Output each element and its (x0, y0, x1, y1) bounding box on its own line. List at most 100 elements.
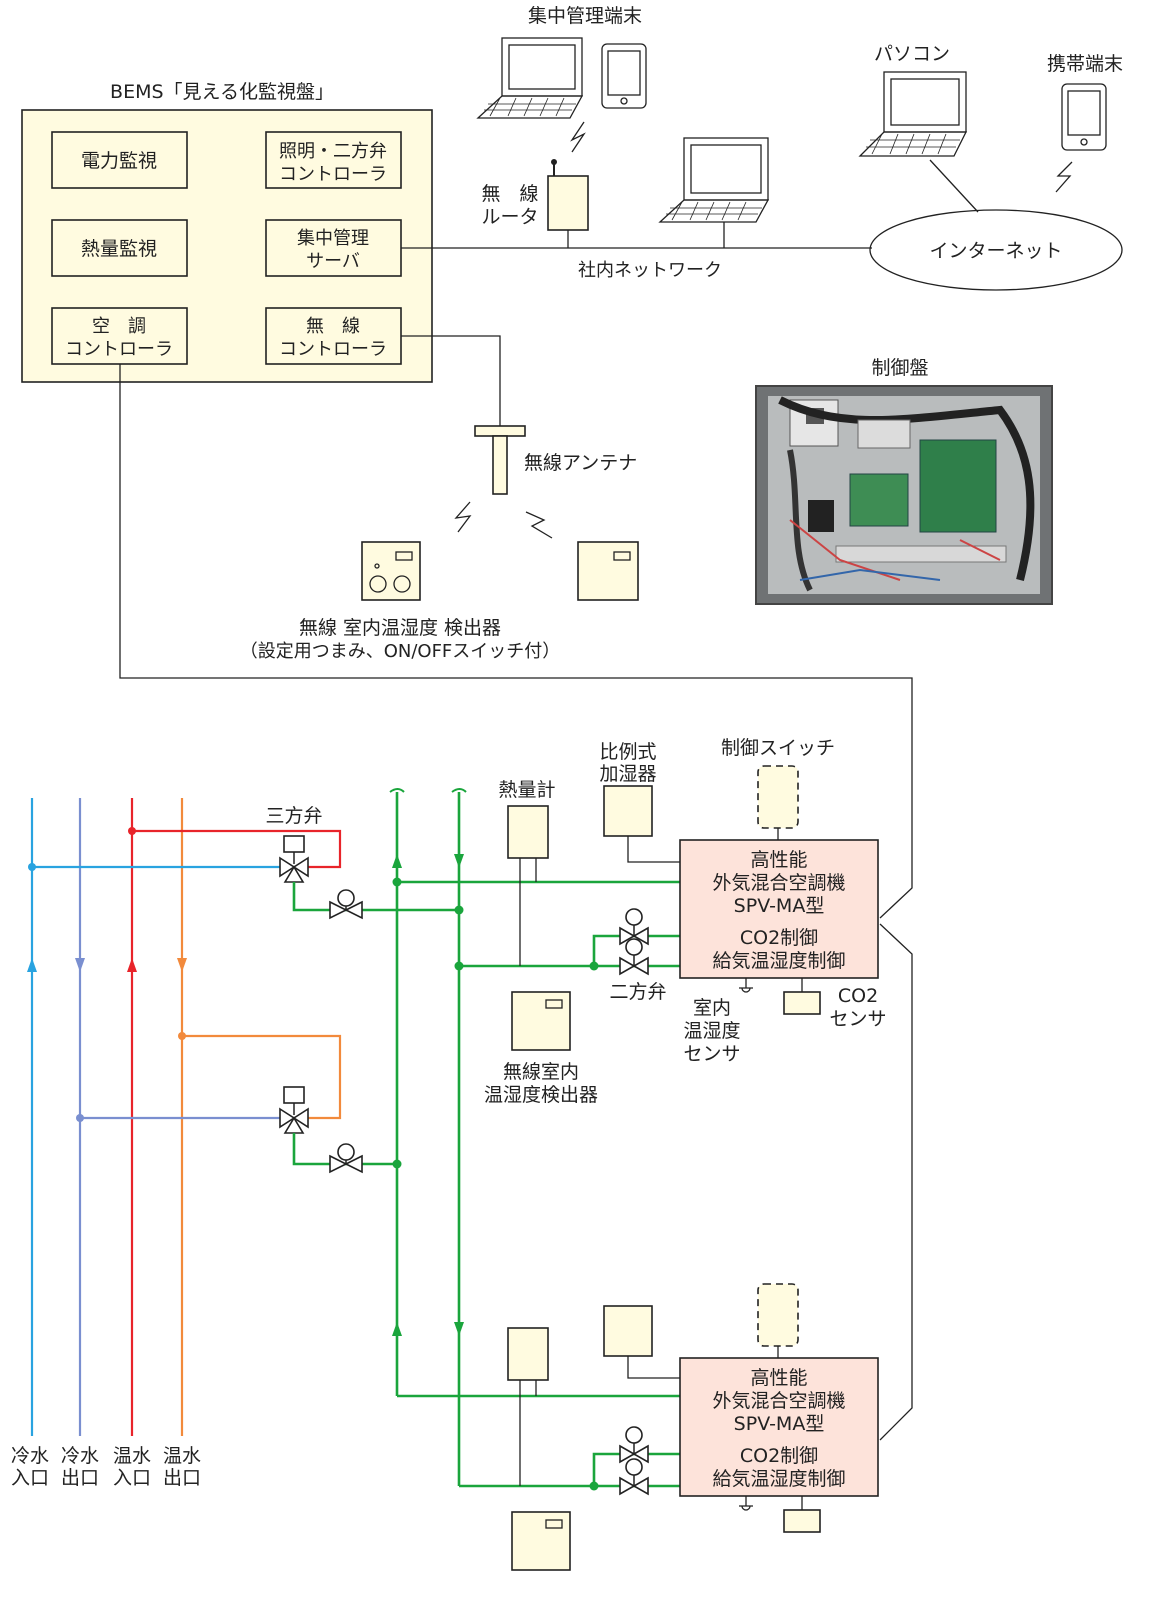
unit-lower-line-4: CO2制御 (740, 1445, 818, 1467)
pipe-label-hot-in-1: 温水 (113, 1445, 151, 1467)
bems-heat-monitor: 熱量監視 (51, 219, 188, 277)
unit-lower-line-2: 外気混合空調機 (712, 1390, 845, 1412)
hot-in-arrow (127, 958, 137, 972)
three-way-valve-upper (279, 835, 309, 883)
pipe-group (27, 798, 342, 1436)
wireless-sensor-label-1: 無線 室内温湿度 検出器 (299, 617, 501, 639)
bems-server-label-2: サーバ (306, 251, 360, 272)
mobile-tablet-icon (1061, 83, 1107, 151)
co2-sensor-label-1: CO2 (838, 985, 878, 1007)
wireless-room-sensor-lower (511, 1511, 571, 1571)
two-way-valve-upper-b (619, 938, 649, 976)
air-handling-unit-upper: 高性能 外気混合空調機 SPV-MA型 CO2制御 給気温湿度制御 (679, 839, 879, 979)
bems-wireless-controller: 無 線 コントローラ (265, 307, 402, 365)
lan-label: 社内ネットワーク (578, 260, 722, 281)
room-sensor-label-2: 温湿度 (683, 1020, 740, 1042)
pc-internet-link (929, 159, 979, 213)
antenna-signal-left-icon (454, 501, 472, 533)
lan-laptop-icon (658, 137, 770, 223)
humidifier-link-lower (627, 1356, 680, 1379)
bems-server-label-1: 集中管理 (297, 228, 369, 249)
two-way-valve-lower-b (619, 1458, 649, 1496)
wireless-controller-antenna-link (401, 335, 501, 426)
unit-lower-line-5: 給気温湿度制御 (712, 1468, 845, 1490)
hot-out-arrow (177, 958, 187, 972)
co2-sensor-label-2: センサ (829, 1008, 886, 1030)
pipe-label-cold-out-1: 冷水 (61, 1445, 99, 1467)
room-sensor-upper-icon (739, 978, 753, 993)
unit-upper-line-4: CO2制御 (740, 927, 818, 949)
pipe-labels: 冷水 入口 冷水 出口 温水 入口 温水 出口 (11, 1445, 201, 1489)
loop-valve-lower (329, 1143, 363, 1174)
bems-wireless-label-2: コントローラ (279, 339, 387, 360)
air-handling-unit-lower: 高性能 外気混合空調機 SPV-MA型 CO2制御 給気温湿度制御 (679, 1357, 879, 1497)
heat-meter-label: 熱量計 (498, 779, 555, 801)
heat-meter-link (519, 858, 537, 966)
central-laptop-icon (476, 37, 584, 119)
router-label-2: ルータ (481, 206, 538, 228)
central-terminal-label: 集中管理端末 (528, 5, 642, 27)
central-tablet-icon (601, 43, 647, 109)
wireless-room-sensor-upper (511, 991, 571, 1051)
bems-aircon-controller: 空 調 コントローラ (51, 307, 188, 365)
room-sensor-label-1: 室内 (693, 997, 731, 1019)
wireless-signal-icon (570, 121, 586, 153)
unit-upper-line-3: SPV-MA型 (734, 895, 825, 917)
wireless-room-sensor-label-1: 無線室内 (503, 1061, 579, 1083)
bems-lighting-label-1: 照明・二方弁 (279, 141, 387, 162)
three-way-valve-label: 三方弁 (265, 805, 322, 827)
pipe-label-hot-out-1: 温水 (163, 1445, 201, 1467)
bems-lighting-controller: 照明・二方弁 コントローラ (265, 131, 402, 189)
room-sensor-label-3: センサ (683, 1043, 740, 1065)
bems-aircon-label-1: 空 調 (92, 316, 146, 337)
cold-in-arrow (27, 958, 37, 972)
router-label-1: 無 線 (481, 183, 538, 205)
unit-upper-line-5: 給気温湿度制御 (712, 950, 845, 972)
hot-in-branch (132, 829, 342, 869)
bems-power-label: 電力監視 (81, 150, 157, 172)
aircon-controller-line (119, 364, 913, 919)
unit-upper-line-2: 外気混合空調機 (712, 872, 845, 894)
humidifier-box (603, 785, 653, 837)
control-switch-box (757, 765, 799, 829)
unit-lower-line-1: 高性能 (750, 1367, 807, 1389)
wireless-sensor-knob-device (361, 541, 421, 601)
pc-laptop-icon (858, 71, 968, 157)
bems-central-server: 集中管理 サーバ (265, 219, 402, 277)
control-panel-label: 制御盤 (871, 357, 928, 379)
wireless-sensor-label-2: （設定用つまみ、ON/OFFスイッチ付） (240, 641, 561, 662)
bems-heat-label: 熱量監視 (81, 238, 157, 260)
two-way-valve-lower-a (619, 1426, 649, 1464)
pipe-label-cold-in-2: 入口 (11, 1467, 49, 1489)
wireless-room-sensor-label-2: 温湿度検出器 (484, 1084, 598, 1106)
internet-label: インターネット (929, 240, 1062, 262)
heat-meter-link-lower (519, 1380, 537, 1486)
heat-meter-box-lower (507, 1327, 549, 1381)
two-way-valve-label: 二方弁 (609, 981, 666, 1003)
humidifier-label-1: 比例式 (599, 741, 656, 763)
co2-sensor-lower-box (783, 1509, 821, 1533)
wireless-router-icon (547, 159, 589, 231)
three-way-valve-lower (279, 1086, 309, 1134)
bems-aircon-label-2: コントローラ (65, 339, 173, 360)
bems-title: BEMS「見える化監視盤」 (110, 81, 334, 103)
humidifier-box-lower (603, 1305, 653, 1357)
pipe-label-cold-in-1: 冷水 (11, 1445, 49, 1467)
internet-cloud (869, 209, 1123, 291)
humidifier-link (627, 836, 680, 863)
pipe-label-cold-out-2: 出口 (61, 1467, 99, 1489)
wireless-sensor-device (577, 541, 639, 601)
mobile-label: 携帯端末 (1047, 53, 1123, 75)
antenna-icon (474, 425, 526, 495)
bems-power-monitor: 電力監視 (51, 131, 188, 189)
mobile-signal-icon (1055, 161, 1073, 193)
heat-meter-box (507, 805, 549, 859)
two-way-valve-upper-a (619, 908, 649, 946)
humidifier-label-2: 加湿器 (599, 763, 656, 785)
pc-label: パソコン (874, 43, 950, 65)
control-switch-label: 制御スイッチ (721, 737, 835, 759)
control-panel-photo (755, 385, 1053, 605)
co2-sensor-upper-box (783, 991, 821, 1015)
antenna-signal-right-icon (525, 511, 553, 539)
